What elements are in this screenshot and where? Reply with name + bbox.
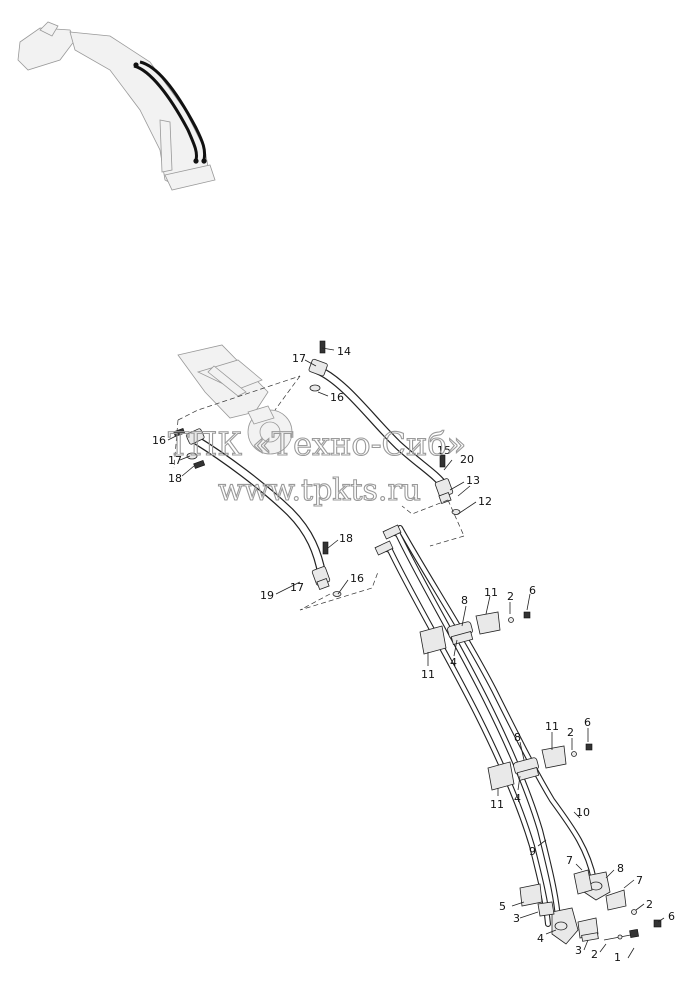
callout-8: 8	[514, 731, 521, 744]
callout-19: 19	[260, 589, 274, 602]
callout-11: 11	[421, 668, 435, 681]
callout-16: 16	[330, 391, 344, 404]
boom-overview-thumbnail	[17, 21, 216, 191]
callout-11: 11	[545, 720, 559, 733]
callout-11: 11	[490, 798, 504, 811]
callout-9: 9	[529, 845, 536, 858]
callout-10: 10	[576, 806, 590, 819]
callout-4: 4	[537, 932, 544, 945]
callout-18: 18	[339, 532, 353, 545]
dashed-assembly-lines	[173, 375, 465, 611]
hose-left-19	[185, 428, 331, 590]
clamp-group-lower-right	[573, 869, 662, 928]
watermark: ТПК «Техно-Сиб» www.tpkts.ru	[167, 424, 466, 508]
clamp-group-lower-left	[519, 883, 639, 942]
callout-14: 14	[337, 345, 351, 358]
callout-20: 20	[460, 453, 474, 466]
callout-1: 1	[614, 951, 621, 964]
callout-7: 7	[636, 874, 643, 887]
arm-end-sketch	[177, 344, 293, 455]
callout-6: 6	[668, 910, 675, 923]
steel-pipes	[374, 524, 597, 927]
callout-17: 17	[168, 454, 182, 467]
callout-4: 4	[450, 656, 457, 669]
clamp-group-middle	[487, 743, 593, 791]
callout-6: 6	[529, 584, 536, 597]
callout-8: 8	[617, 862, 624, 875]
watermark-company: ТПК «Техно-Сиб»	[168, 425, 466, 463]
callout-11: 11	[484, 586, 498, 599]
callout-7: 7	[566, 854, 573, 867]
callout-16: 16	[152, 434, 166, 447]
callout-15: 15	[437, 444, 451, 457]
callout-5: 5	[499, 900, 506, 913]
callout-2: 2	[646, 898, 653, 911]
callout-3: 3	[513, 912, 520, 925]
callout-4: 4	[514, 792, 521, 805]
callout-16: 16	[350, 572, 364, 585]
leader-lines	[167, 347, 665, 959]
callout-8: 8	[461, 594, 468, 607]
callout-labels: 1 2 2 2 2 3 3 4 4 4 5 6 6 6 7 7 8 8 8 9 …	[152, 345, 675, 964]
hose-hardware	[173, 340, 461, 597]
callout-12: 12	[478, 495, 492, 508]
clamp-group-upper	[419, 611, 531, 655]
callout-18: 18	[168, 472, 182, 485]
callout-2: 2	[507, 590, 514, 603]
callout-6: 6	[584, 716, 591, 729]
callout-2: 2	[567, 726, 574, 739]
watermark-url: www.tpkts.ru	[218, 473, 421, 508]
callout-2: 2	[591, 948, 598, 961]
callout-3: 3	[575, 944, 582, 957]
callout-17: 17	[290, 581, 304, 594]
callout-13: 13	[466, 474, 480, 487]
callout-17: 17	[292, 352, 306, 365]
hose-right-15	[308, 358, 454, 504]
